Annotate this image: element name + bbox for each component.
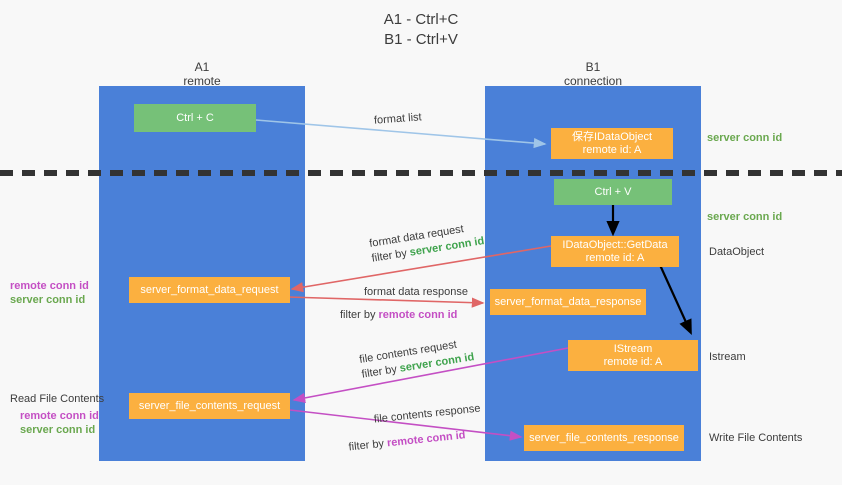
edge-label-format-data-response-line1: format data response [364, 286, 468, 298]
node-ctrl-c[interactable]: Ctrl + C [134, 104, 256, 132]
right-annotation-server-conn-id-1: server conn id [707, 132, 783, 144]
node-ctrl-v[interactable]: Ctrl + V [554, 179, 672, 205]
left-annotation-read-file-contents: Read File Contents [10, 393, 105, 405]
node-server-file-contents-request[interactable]: server_file_contents_request [129, 393, 290, 419]
node-istream[interactable]: IStream remote id: A [568, 340, 698, 371]
node-save-idataobject-line1: 保存IDataObject [571, 130, 653, 143]
right-annotation-write-file-contents: Write File Contents [709, 432, 803, 444]
left-annotation-remote-conn-id-1: remote conn id [10, 280, 89, 292]
right-annotation-istream: Istream [709, 351, 746, 363]
filter-prefix: filter by [340, 309, 379, 321]
edge-label-file-contents-request: file contents request filter by server c… [358, 335, 476, 382]
column-header-b1: B1 connection [485, 60, 701, 88]
filter-key-remote-conn-id: remote conn id [378, 309, 458, 321]
left-annotation-server-conn-id-2: server conn id [20, 424, 96, 436]
node-save-idataobject[interactable]: 保存IDataObject remote id: A [551, 128, 673, 159]
node-idataobject-getdata[interactable]: IDataObject::GetData remote id: A [551, 236, 679, 267]
title-line-2: B1 - Ctrl+V [384, 31, 458, 48]
node-ctrl-c-label: Ctrl + C [176, 111, 214, 124]
column-header-a1: A1 remote [99, 60, 305, 88]
node-istream-line2: remote id: A [603, 355, 663, 368]
column-b1-name: B1 [585, 60, 601, 74]
node-idataobject-getdata-line1: IDataObject::GetData [562, 238, 668, 251]
edge-label-format-data-request: format data request filter by server con… [368, 219, 486, 266]
page-title: A1 - Ctrl+C B1 - Ctrl+V [0, 10, 842, 50]
column-b1-sub: connection [563, 74, 623, 88]
node-server-format-data-response-label: server_format_data_response [494, 295, 642, 308]
edge-label-format-data-response-filter: filter by remote conn id [340, 308, 468, 323]
node-server-format-data-request-label: server_format_data_request [140, 283, 279, 296]
phase-divider [0, 170, 842, 176]
node-save-idataobject-line2: remote id: A [582, 143, 642, 156]
node-server-file-contents-response-label: server_file_contents_response [529, 431, 679, 444]
node-server-format-data-request[interactable]: server_format_data_request [129, 277, 290, 303]
column-a1-sub: remote [183, 74, 221, 88]
filter-key-remote-conn-id: remote conn id [386, 429, 467, 450]
edge-label-file-contents-response: file contents response filter by remote … [348, 402, 484, 454]
node-server-format-data-response[interactable]: server_format_data_response [490, 289, 646, 315]
title-line-1: A1 - Ctrl+C [383, 11, 459, 28]
node-server-file-contents-response[interactable]: server_file_contents_response [524, 425, 684, 451]
node-idataobject-getdata-line2: remote id: A [585, 251, 645, 264]
node-istream-line1: IStream [613, 342, 653, 355]
column-a1-name: A1 [194, 60, 210, 74]
left-annotation-server-conn-id-1: server conn id [10, 294, 86, 306]
node-server-file-contents-request-label: server_file_contents_request [138, 399, 281, 412]
edge-label-format-data-response: format data response filter by remote co… [340, 285, 468, 323]
edge-label-file-contents-response-filter: filter by remote conn id [348, 426, 484, 455]
edge-label-format-list: format list [374, 110, 423, 128]
node-ctrl-v-label: Ctrl + V [594, 185, 632, 198]
left-annotation-remote-conn-id-2: remote conn id [20, 410, 99, 422]
right-annotation-dataobject: DataObject [709, 246, 765, 258]
filter-prefix: filter by [348, 437, 388, 454]
edge-label-format-list-text: format list [373, 111, 423, 127]
right-annotation-server-conn-id-2: server conn id [707, 211, 783, 223]
edge-label-file-contents-response-line1: file contents response [373, 402, 481, 426]
left-annotation-group-1: remote conn id server conn id [10, 279, 89, 307]
left-annotation-group-2: Read File Contents remote conn id server… [10, 392, 104, 437]
